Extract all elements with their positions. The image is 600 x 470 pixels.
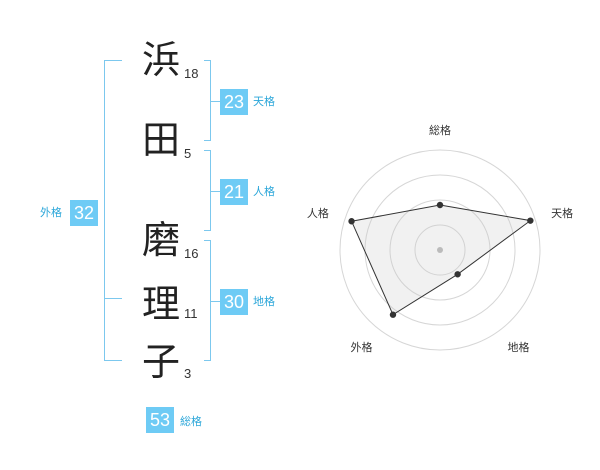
gaikaku-score-badge: 32 [70,200,98,226]
bracket-chikaku [210,240,211,360]
jinkaku-score-badge: 21 [220,179,248,205]
bracket-jinkaku-top [204,150,211,151]
radar-center [437,247,443,253]
bracket-tenkaku-bottom [204,140,211,141]
name-char-1: 浜 [141,38,180,82]
bracket-jinkaku-bottom [204,230,211,231]
bracket-jinkaku [210,150,211,230]
gaikaku-label: 外格 [40,206,62,219]
radar-axis-label-3: 地格 [508,340,530,354]
name-char-5: 子 [141,340,180,384]
stroke-count-2: 5 [184,146,192,161]
bracket-chikaku-bottom [204,360,211,361]
stroke-count-5: 3 [184,366,192,381]
tenkaku-label: 天格 [253,95,275,108]
soukaku-score-badge: 53 [146,407,174,433]
bracket-tenkaku [210,60,211,140]
name-char-4: 理 [141,282,180,326]
radar-axis-label-4: 外格 [350,340,372,354]
stroke-count-1: 18 [184,66,199,81]
radar-point-5 [348,218,355,225]
radar-point-1 [436,201,444,209]
radar-axis-label-1: 総格 [429,123,451,137]
chikaku-label: 地格 [253,295,275,308]
radar-axis-label-2: 天格 [551,206,573,220]
bracket-gaikaku-top [104,60,122,61]
radar-point-2 [527,217,534,224]
radar-ring-4 [339,149,541,351]
radar-axis-label-5: 人格 [307,206,329,220]
soukaku-label: 総格 [180,415,202,428]
name-char-2: 田 [141,118,180,162]
bracket-gaikaku-mid [104,298,122,299]
radar-point-3 [454,271,461,278]
radar-point-4 [389,311,397,318]
bracket-chikaku-tick [211,301,220,302]
chikaku-score-badge: 30 [220,289,248,315]
stroke-count-4: 11 [184,306,198,321]
bracket-tenkaku-tick [211,101,220,102]
stroke-count-3: 16 [184,246,199,261]
bracket-gaikaku [104,60,105,360]
bracket-gaikaku-bottom [104,360,122,361]
name-char-3: 磨 [141,218,180,262]
jinkaku-label: 人格 [253,185,275,198]
radar-polygon [350,204,532,316]
bracket-tenkaku-top [204,60,211,61]
radar-ring-3 [364,174,516,326]
bracket-chikaku-top [204,240,211,241]
tenkaku-score-badge: 23 [220,89,248,115]
radar-ring-1 [414,224,466,276]
bracket-jinkaku-tick [211,191,220,192]
